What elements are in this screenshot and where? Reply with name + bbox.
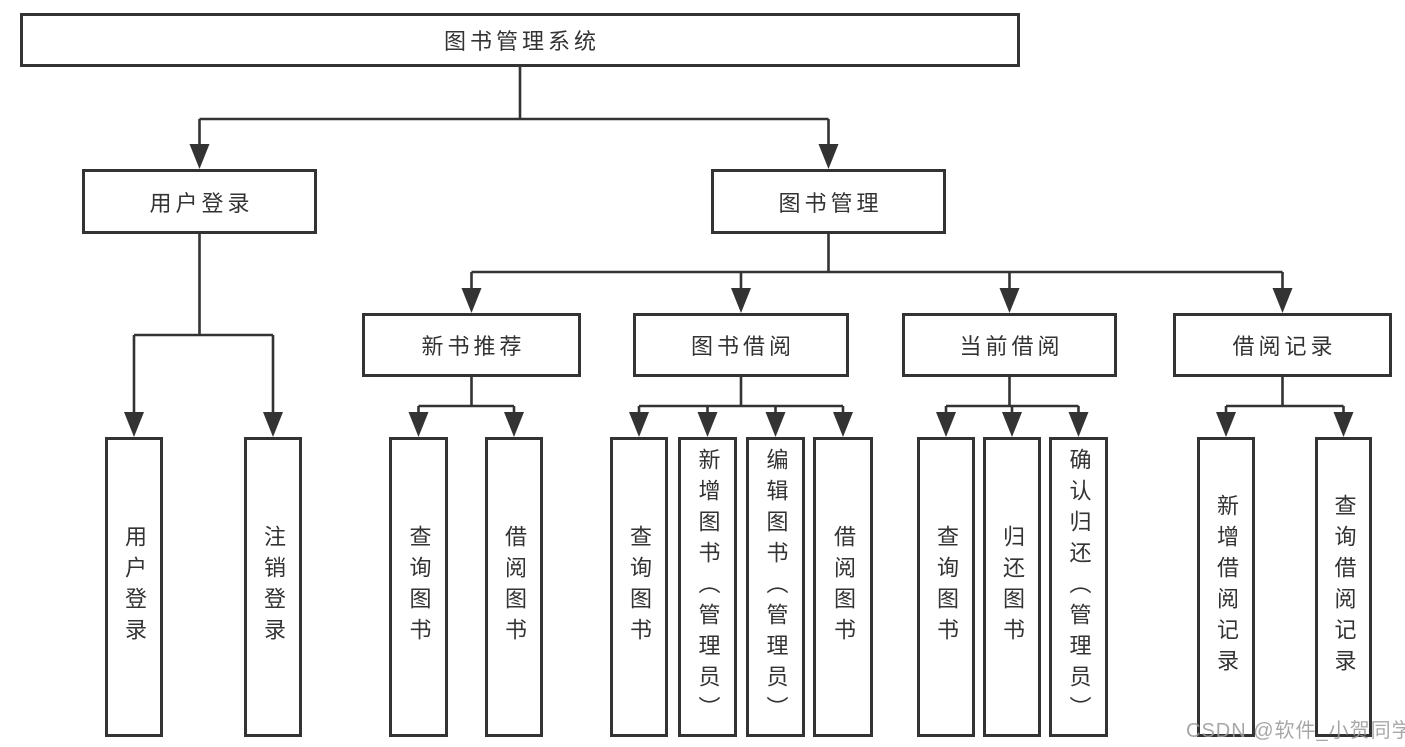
leaf-br-add-record: 新增借阅记录	[1197, 437, 1255, 737]
connector-segments	[132, 67, 1345, 416]
arrowheads	[124, 144, 1354, 437]
leaf-nbr-borrow-books: 借阅图书	[485, 437, 543, 737]
leaf-bb-add-books-admin: 新增图书（管理员）	[678, 437, 737, 737]
node-library-management-system: 图书管理系统	[20, 13, 1020, 67]
node-new-book-recommend: 新书推荐	[362, 313, 581, 377]
leaf-logout: 注销登录	[244, 437, 302, 737]
leaf-cb-return-books-label: 归还图书	[1000, 525, 1025, 649]
leaf-br-query-record-label: 查询借阅记录	[1331, 494, 1357, 680]
leaf-bb-borrow-books: 借阅图书	[813, 437, 873, 737]
leaf-cb-return-books: 归还图书	[983, 437, 1041, 737]
node-book-borrowing: 图书借阅	[633, 313, 849, 377]
leaf-bb-edit-books-admin-label: 编辑图书（管理员）	[763, 447, 789, 727]
node-user-login: 用户登录	[82, 169, 317, 234]
leaf-bb-borrow-books-label: 借阅图书	[831, 525, 856, 649]
leaf-user-login: 用户登录	[105, 437, 163, 737]
leaf-logout-label: 注销登录	[261, 525, 286, 649]
node-borrow-records: 借阅记录	[1173, 313, 1392, 377]
leaf-bb-edit-books-admin: 编辑图书（管理员）	[746, 437, 805, 737]
node-current-borrowing: 当前借阅	[902, 313, 1117, 377]
leaf-user-login-label: 用户登录	[122, 525, 147, 649]
leaf-bb-query-books-label: 查询图书	[627, 525, 652, 649]
leaf-cb-confirm-return-admin-label: 确认归还（管理员）	[1066, 447, 1092, 727]
leaf-br-query-record: 查询借阅记录	[1315, 437, 1372, 737]
leaf-cb-confirm-return-admin: 确认归还（管理员）	[1049, 437, 1108, 737]
leaf-nbr-query-books-label: 查询图书	[406, 525, 432, 649]
leaf-nbr-borrow-books-label: 借阅图书	[502, 525, 527, 649]
leaf-bb-add-books-admin-label: 新增图书（管理员）	[695, 447, 721, 727]
leaf-br-add-record-label: 新增借阅记录	[1214, 494, 1239, 680]
leaf-cb-query-books: 查询图书	[917, 437, 975, 737]
leaf-bb-query-books: 查询图书	[610, 437, 668, 737]
watermark: CSDN @软件_小贺同学	[1186, 720, 1405, 742]
leaf-nbr-query-books: 查询图书	[389, 437, 448, 737]
leaf-cb-query-books-label: 查询图书	[934, 525, 959, 649]
node-book-management: 图书管理	[711, 169, 946, 234]
